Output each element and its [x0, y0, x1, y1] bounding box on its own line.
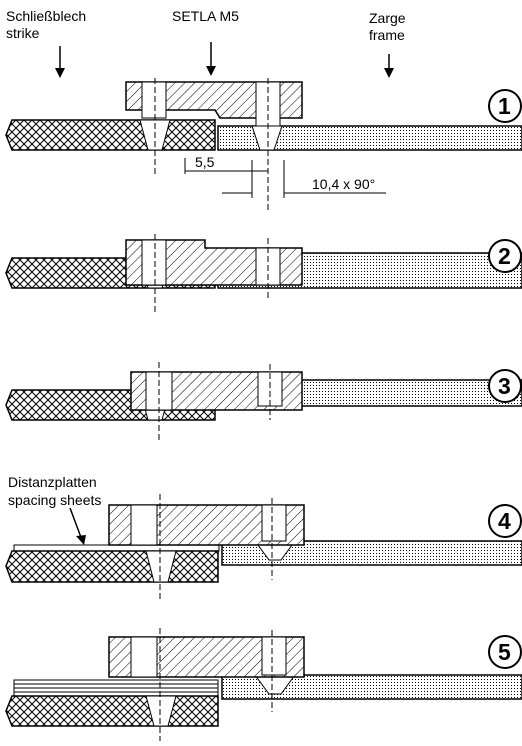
step-3-section: [5, 362, 522, 440]
strike-label-de: Schließblech: [6, 8, 87, 24]
step-5-section: [5, 628, 522, 741]
label-arrows: [55, 42, 394, 78]
step-1-section: [5, 78, 522, 210]
spacing-label-de: Distanzplatten: [8, 474, 97, 490]
step-number-3: 3: [498, 373, 511, 399]
step-4-section: [5, 494, 522, 600]
step-number-4: 4: [498, 508, 511, 534]
step-number-5: 5: [498, 639, 511, 665]
step-2-section: [5, 234, 522, 312]
countersink-dimension: 10,4 x 90°: [312, 176, 376, 192]
frame-label-en: frame: [369, 27, 405, 43]
step-number-2: 2: [498, 243, 511, 269]
frame-label-de: Zarge: [369, 10, 406, 26]
step-number-1: 1: [498, 93, 511, 119]
strike-label-en: strike: [6, 25, 40, 41]
spacing-label-en: spacing sheets: [8, 492, 102, 508]
setla-label: SETLA M5: [172, 8, 239, 24]
offset-dimension: 5,5: [195, 154, 215, 170]
